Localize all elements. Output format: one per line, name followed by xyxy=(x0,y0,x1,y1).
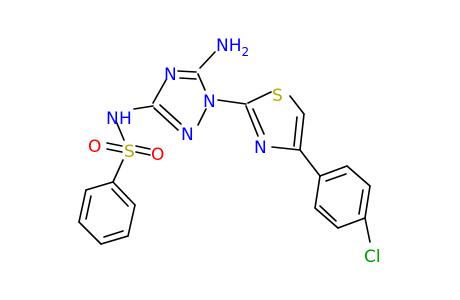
bond-s-o-right-a xyxy=(135,145,151,150)
bond-ph2-d2 xyxy=(358,189,364,215)
bond-ph2-2 xyxy=(346,165,371,187)
bond-ph2-cl xyxy=(364,217,371,243)
bond-ph2-1 xyxy=(319,165,348,177)
bond-s-o-left-b xyxy=(106,148,123,153)
atom-label-s-thiazole: S xyxy=(272,86,283,106)
bond-ph1-1 xyxy=(85,181,114,191)
bond-ph1-6 xyxy=(112,181,136,206)
bond-ph1-2 xyxy=(78,189,87,223)
atom-label-n-triazole-top: N xyxy=(164,65,177,85)
atom-label-h-sulfonamide: H xyxy=(119,109,132,129)
bond-c4-phenyl xyxy=(299,149,321,177)
bond-ph1-4 xyxy=(100,235,129,245)
bond-c5-c4 xyxy=(299,113,305,151)
bond-s-o-left-a xyxy=(106,142,123,147)
bond-n2-n1 xyxy=(197,108,207,126)
bond-ph2-d1 xyxy=(325,173,347,182)
bonds xyxy=(78,51,371,245)
atom-label-n-sulfonamide: N xyxy=(106,109,119,129)
bond-ph2-6 xyxy=(314,175,321,209)
atom-label-n-thiazole: N xyxy=(254,138,267,158)
bond-c4-n3 xyxy=(271,146,301,151)
bond-c5-nh2 xyxy=(199,51,216,69)
bond-c3-n2 xyxy=(153,107,179,131)
bond-c3-nh xyxy=(133,105,154,110)
bond-c2-s1 xyxy=(247,91,272,104)
bond-s1-c5 xyxy=(289,95,305,115)
bond-c5-n4 xyxy=(177,70,197,73)
bond-n3-c2-double xyxy=(252,108,265,135)
bond-c3-n2-double xyxy=(159,104,182,125)
bond-n4-c3 xyxy=(152,79,167,104)
bond-ph1-d3 xyxy=(111,188,129,207)
bond-nh-s xyxy=(115,120,125,141)
atom-label-o-right: O xyxy=(151,145,164,165)
bond-ph1-d2 xyxy=(103,230,124,238)
bond-ph2-5 xyxy=(314,207,339,229)
bond-n1-c2thz xyxy=(217,99,247,105)
bond-s-phenyl xyxy=(112,159,124,183)
bond-ph2-d3 xyxy=(319,205,337,222)
bond-s-o-right-b xyxy=(135,151,151,156)
atom-label-cl: Cl xyxy=(364,247,381,267)
atom-labels: NH2 N N H N N S N O S O Cl xyxy=(88,36,381,267)
bond-ph1-5 xyxy=(127,204,136,237)
atom-label-n2-triazole: N xyxy=(181,125,194,145)
bond-c5-c4-double xyxy=(293,116,298,147)
atom-label-n1-triazole: N xyxy=(203,92,216,112)
bond-ph2-4 xyxy=(337,217,366,229)
bond-ph2-3 xyxy=(364,185,371,219)
atom-label-nh2: NH2 xyxy=(216,36,249,59)
bond-n1-c5 xyxy=(197,73,206,91)
bond-ph1-d1 xyxy=(85,195,92,220)
bond-c5-n4-double xyxy=(179,77,197,80)
atom-label-o-left: O xyxy=(88,137,101,157)
atom-label-s-sulfonyl: S xyxy=(124,142,135,162)
bond-n3-c2 xyxy=(245,105,259,137)
bond-ph1-3 xyxy=(78,221,102,245)
